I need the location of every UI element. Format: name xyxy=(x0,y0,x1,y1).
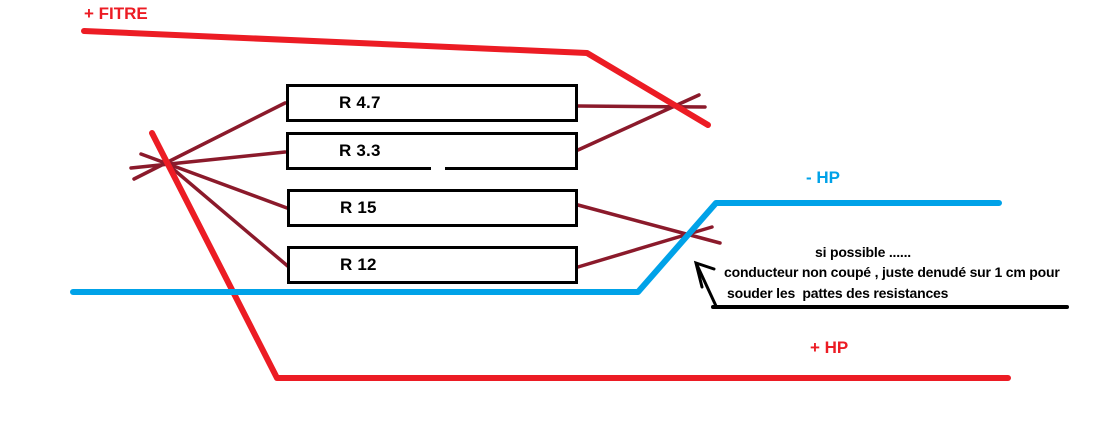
resistor-box-r33: R 3.3 xyxy=(286,132,578,170)
wire-hp-minus xyxy=(70,200,1002,295)
annotation-arrow-shaft xyxy=(695,263,718,308)
resistor-box-r47: R 4.7 xyxy=(286,84,578,122)
wire-label-filter-plus: + FITRE xyxy=(84,4,148,23)
resistor-box-r12: R 12 xyxy=(287,246,578,284)
note-line-2: conducteur non coupé , juste denudé sur … xyxy=(724,264,1060,280)
wire-label-hp-minus: - HP xyxy=(806,168,840,187)
resistor-label: R 12 xyxy=(340,255,377,274)
wire-hp-plus xyxy=(149,130,1011,381)
lead-left-r33 xyxy=(129,150,287,170)
lead-right-r47 xyxy=(576,104,707,109)
lead-right-r33 xyxy=(576,93,701,152)
lead-left-r12 xyxy=(164,161,292,270)
note-line-1: si possible ...... xyxy=(815,244,911,260)
lead-right-r15 xyxy=(576,203,722,245)
lead-left-r15 xyxy=(139,152,289,210)
resistor-label: R 3.3 xyxy=(339,141,381,160)
wire-filter-plus xyxy=(81,28,711,128)
note-line-3: souder les pattes des resistances xyxy=(727,285,949,301)
wire-label-hp-plus: + HP xyxy=(810,338,849,357)
resistor-label: R 15 xyxy=(340,198,377,217)
annotation-arrow-head xyxy=(693,260,716,289)
resistor-r33-border-gap xyxy=(431,166,445,172)
resistor-box-r15: R 15 xyxy=(287,189,578,227)
resistor-label: R 4.7 xyxy=(339,93,381,112)
